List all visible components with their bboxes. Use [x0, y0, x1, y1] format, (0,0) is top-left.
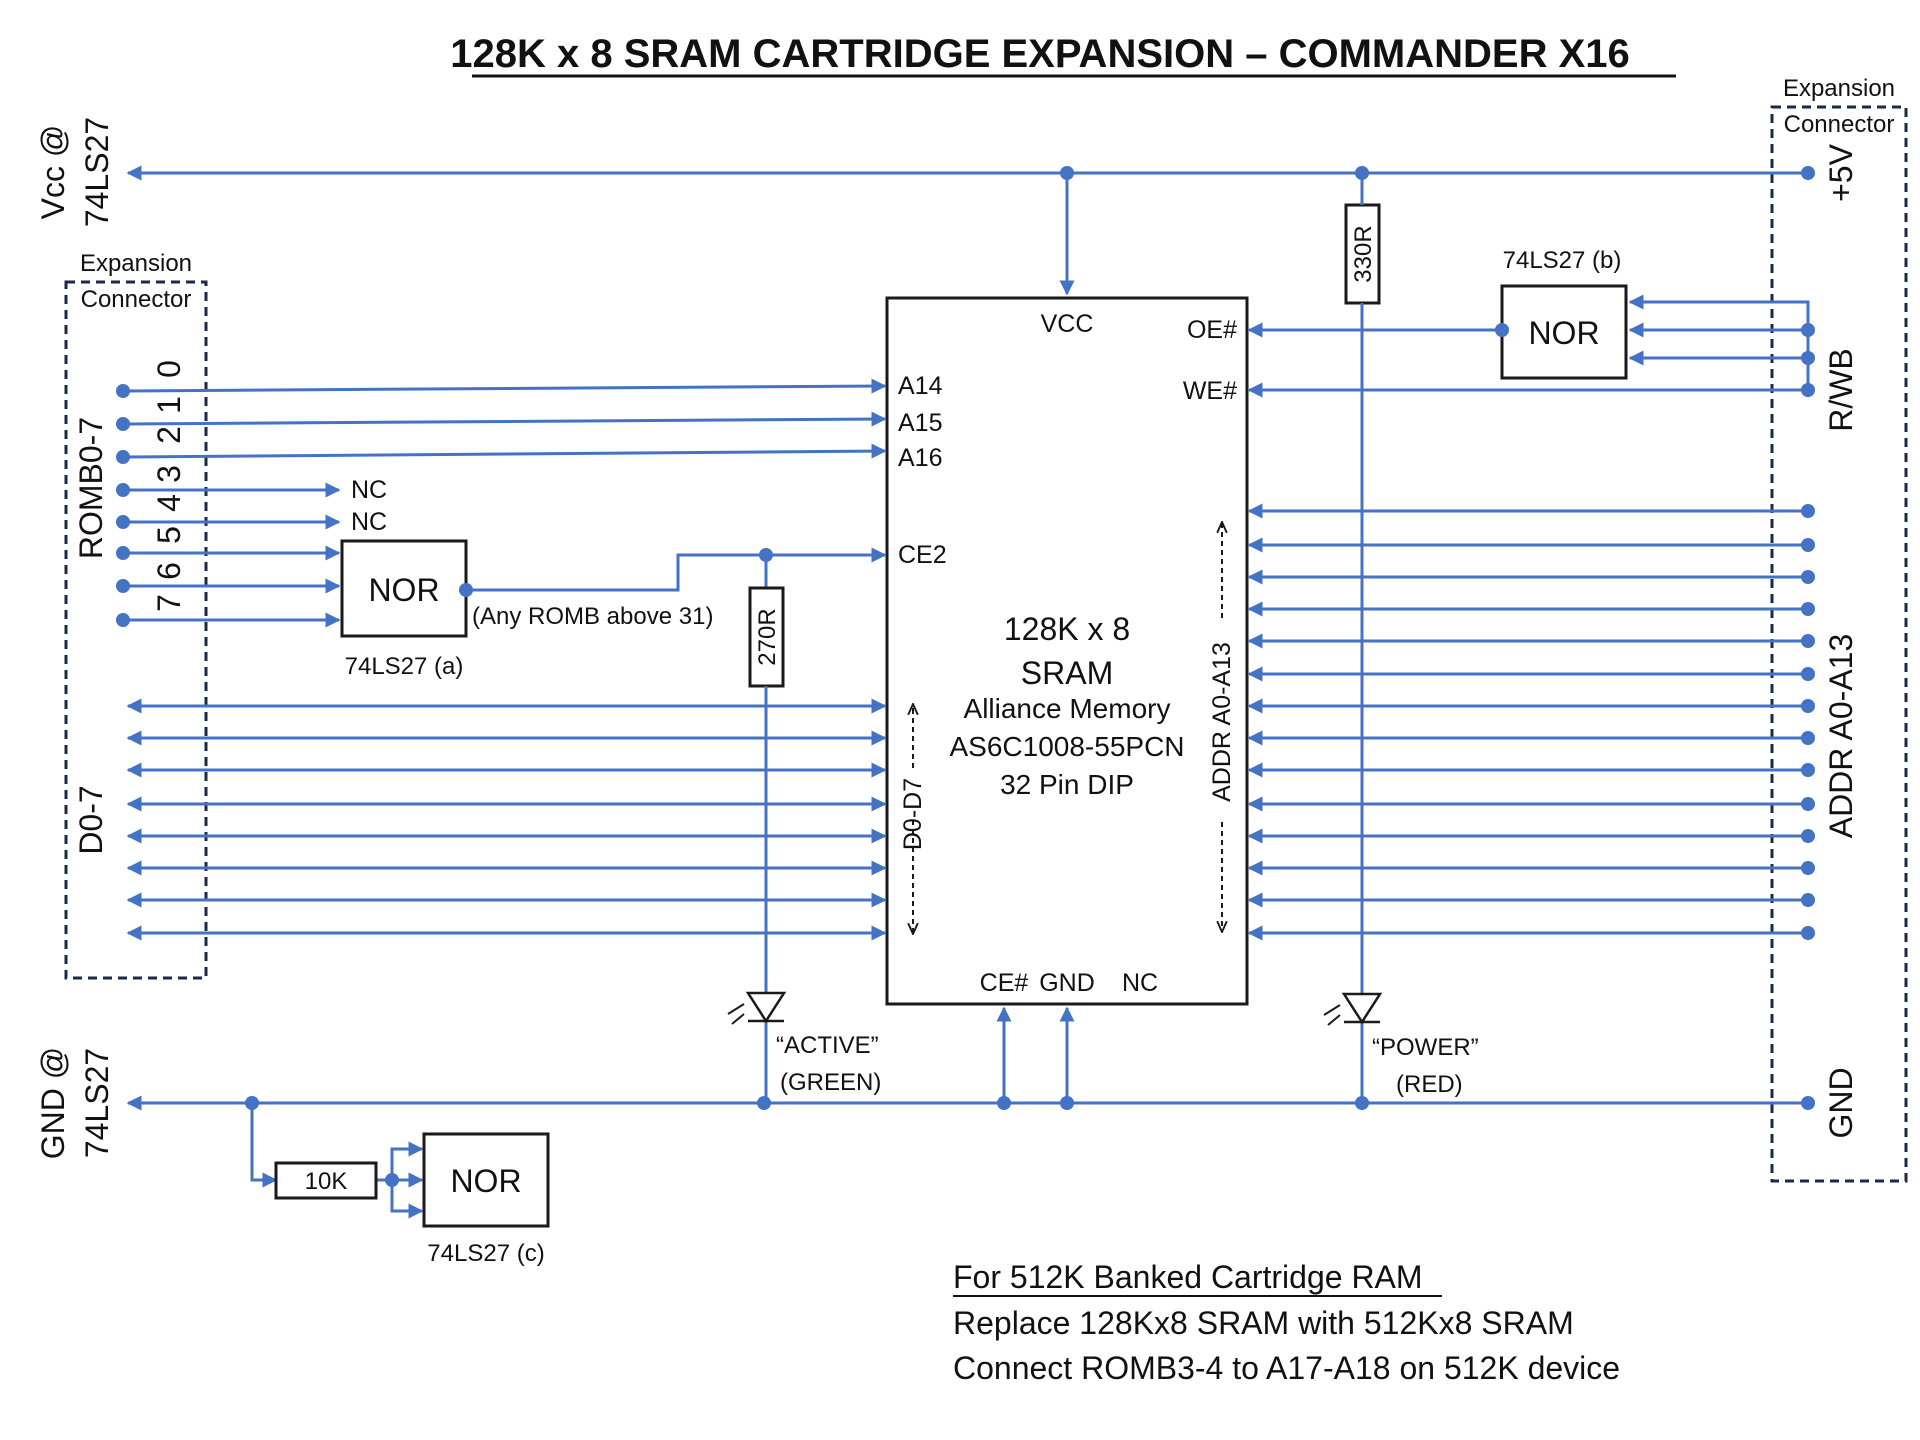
d-label: D0-7	[73, 785, 109, 854]
sram-pin-oe: OE#	[1187, 316, 1237, 344]
left-connector-label-2: Connector	[81, 286, 192, 313]
right-connector-label-2: Connector	[1784, 111, 1895, 138]
left-expansion-connector	[64, 280, 208, 980]
gnd-rail	[126, 1006, 1815, 1111]
right-connector-label-1: Expansion	[1783, 75, 1895, 102]
nor-c-label: NOR	[450, 1163, 521, 1199]
plus5v-label: +5V	[1823, 143, 1859, 201]
note-line-2: Connect ROMB3-4 to A17-A18 on 512K devic…	[953, 1350, 1620, 1386]
sram-line-4: AS6C1008-55PCN	[949, 731, 1184, 762]
nor-b-part: 74LS27 (b)	[1503, 247, 1622, 274]
sram-pin-vcc: VCC	[1041, 310, 1094, 338]
romb-digit-3: 3	[151, 465, 187, 483]
diagram-title: 128K x 8 SRAM CARTRIDGE EXPANSION – COMM…	[450, 32, 1630, 76]
nor-a-label: NOR	[368, 572, 439, 608]
vcc-label: Vcc @ 74LS27	[35, 117, 115, 227]
nc-label-1: NC	[351, 476, 387, 504]
svg-text:Vcc @: Vcc @	[35, 125, 71, 220]
resistor-330r	[1344, 203, 1381, 305]
romb-digit-4: 4	[151, 494, 187, 512]
right-expansion-connector	[1770, 105, 1908, 1183]
romb-label: ROMB0-7	[73, 417, 109, 559]
romb-digit-0: 0	[151, 360, 187, 378]
resistor-10k-label: 10K	[305, 1168, 348, 1195]
nor-b-wiring	[1247, 294, 1815, 398]
romb-digit-1: 1	[151, 396, 187, 414]
sram-pin-a16: A16	[898, 444, 942, 472]
d-bus-indicator: D0-D7	[899, 704, 927, 934]
nor-gate-b	[1500, 284, 1628, 380]
addr-bus-indicator: ADDR A0-A13	[1208, 522, 1236, 932]
address-bus	[1247, 503, 1815, 941]
nor-c-wiring	[250, 1103, 424, 1219]
resistor-10k	[274, 1161, 378, 1200]
sram-pin-ce2: CE2	[898, 541, 947, 569]
sram-line-5: 32 Pin DIP	[1000, 769, 1134, 800]
data-bus	[126, 698, 887, 941]
nor-c-part: 74LS27 (c)	[427, 1240, 544, 1267]
sram-pin-a15: A15	[898, 409, 942, 437]
sram-pin-ce: CE#	[980, 969, 1029, 997]
sram-line-1: 128K x 8	[1004, 611, 1130, 647]
left-connector-label-1: Expansion	[80, 250, 192, 277]
romb-digit-2: 2	[151, 426, 187, 444]
nor-a-note: (Any ROMB above 31)	[472, 603, 713, 630]
resistor-330r-label: 330R	[1350, 225, 1377, 282]
svg-text:GND @: GND @	[35, 1047, 71, 1159]
note-line-1: Replace 128Kx8 SRAM with 512Kx8 SRAM	[953, 1305, 1574, 1341]
sram-pin-a14: A14	[898, 372, 943, 400]
sram-pin-gnd: GND	[1039, 969, 1095, 997]
addr-label-right: ADDR A0-A13	[1823, 634, 1859, 839]
romb-digit-6: 6	[151, 562, 187, 580]
romb-digit-7: 7	[151, 594, 187, 612]
nor-gate-c	[422, 1132, 550, 1228]
sram-line-3: Alliance Memory	[964, 693, 1171, 724]
svg-text:74LS27: 74LS27	[79, 117, 115, 227]
sram-pin-we: WE#	[1183, 377, 1237, 405]
led-active-icon	[727, 991, 787, 1025]
sram-line-2: SRAM	[1021, 655, 1113, 691]
svg-text:74LS27: 74LS27	[79, 1048, 115, 1158]
vcc-rail	[126, 165, 1815, 296]
sram-pin-nc: NC	[1122, 969, 1158, 997]
romb-digit-5: 5	[151, 526, 187, 544]
rwb-label: R/WB	[1823, 348, 1859, 432]
led-active-label-2: (GREEN)	[780, 1069, 881, 1096]
nc-label-2: NC	[351, 508, 387, 536]
note-heading: For 512K Banked Cartridge RAM	[953, 1259, 1423, 1295]
gnd-label-right: GND	[1823, 1067, 1859, 1138]
svg-text:ADDR A0-A13: ADDR A0-A13	[1208, 642, 1236, 802]
gnd-label-left: GND @ 74LS27	[35, 1047, 115, 1159]
nor-a-part: 74LS27 (a)	[345, 653, 464, 680]
led-power-icon	[1323, 992, 1383, 1026]
led-active-label-1: “ACTIVE”	[776, 1032, 879, 1059]
sram-chip	[885, 296, 1249, 1006]
svg-text:D0-D7: D0-D7	[899, 778, 927, 850]
nor-a-output	[459, 547, 887, 597]
romb-lines	[116, 378, 887, 628]
led-power-label-1: “POWER”	[1372, 1034, 1479, 1061]
nor-b-label: NOR	[1528, 315, 1599, 351]
led-power-label-2: (RED)	[1396, 1071, 1463, 1098]
resistor-270r-label: 270R	[754, 608, 781, 665]
